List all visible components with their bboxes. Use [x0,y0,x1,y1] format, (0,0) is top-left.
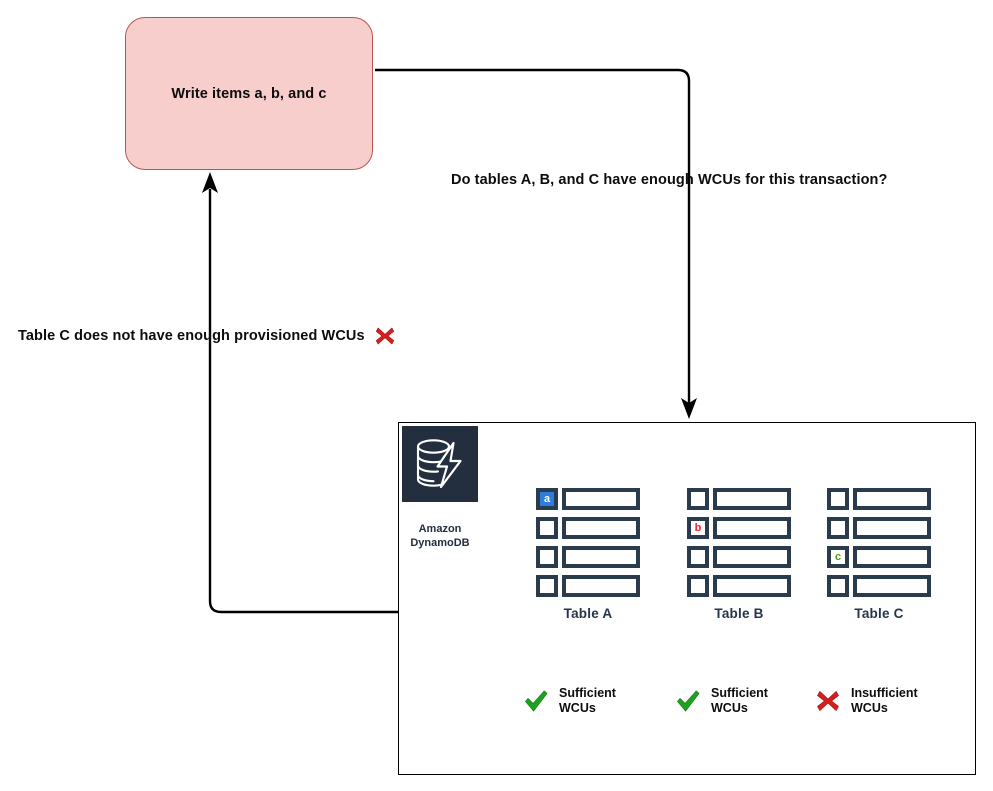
table-b-value-cell [713,575,791,597]
table-c-key-cell [827,517,849,539]
table-row [536,517,640,539]
table-a-value-cell [562,546,640,568]
table-row: b [687,517,791,539]
arrowhead-up-icon [202,172,218,193]
dynamodb-caption-line2: DynamoDB [410,536,470,549]
table-c-rows: c [827,488,931,597]
table-a-rows: a [536,488,640,597]
edge-path-check-wcus [375,68,691,404]
table-row [827,517,931,539]
status-table-c-label: Insufficient WCUs [851,686,918,715]
write-items-label: Write items a, b, and c [171,85,327,102]
table-c-value-cell [853,517,931,539]
write-items-box[interactable]: Write items a, b, and c [125,17,373,170]
edge-label-check-wcus: Do tables A, B, and C have enough WCUs f… [451,172,888,188]
table-b-rows: b [687,488,791,597]
table-a-key-cell-marked: a [536,488,558,510]
red-x-icon [375,327,394,345]
table-b-value-cell [713,488,791,510]
table-c-group[interactable]: c Table C [827,488,931,621]
status-table-b-label: Sufficient WCUs [711,686,768,715]
table-row [827,575,931,597]
table-row: a [536,488,640,510]
table-row [687,575,791,597]
table-c-key-cell-marked: c [827,546,849,568]
table-a-caption: Table A [563,606,613,621]
table-c-value-cell [853,488,931,510]
table-row [536,575,640,597]
table-b-group[interactable]: b Table B [687,488,791,621]
table-row [827,488,931,510]
table-a-value-cell [562,488,640,510]
edge-label-insufficient-result: Table C does not have enough provisioned… [18,325,396,347]
table-row: c [827,546,931,568]
status-table-c: Insufficient WCUs [815,686,918,716]
dynamodb-caption: Amazon DynamoDB [398,523,482,550]
status-table-b: Sufficient WCUs [675,686,768,716]
status-table-a: Sufficient WCUs [523,686,616,716]
table-b-key-cell [687,488,709,510]
table-b-value-cell [713,546,791,568]
table-b-key-cell [687,546,709,568]
table-c-value-cell [853,546,931,568]
table-a-key-cell [536,517,558,539]
table-a-value-cell [562,575,640,597]
dynamodb-panel [398,422,976,775]
table-a-value-cell [562,517,640,539]
table-c-caption: Table C [854,606,904,621]
table-a-key-cell [536,575,558,597]
green-check-icon [525,690,548,712]
edge-path-insufficient-result [208,189,398,614]
edge-label-insufficient-text: Table C does not have enough provisioned… [18,328,365,344]
table-b-key-cell-marked: b [687,517,709,539]
status-table-a-label: Sufficient WCUs [559,686,616,715]
table-b-key-cell [687,575,709,597]
table-b-caption: Table B [714,606,764,621]
dynamodb-glyph-icon [416,439,462,489]
table-c-value-cell [853,575,931,597]
table-a-key-cell [536,546,558,568]
table-row [687,546,791,568]
red-x-icon [817,691,839,711]
table-row [536,546,640,568]
table-c-key-cell [827,575,849,597]
table-a-group[interactable]: a Table A [536,488,640,621]
table-c-key-cell [827,488,849,510]
dynamodb-caption-line1: Amazon [418,523,462,535]
green-check-icon [677,690,700,712]
table-row [687,488,791,510]
table-b-value-cell [713,517,791,539]
arrowhead-down-icon [681,398,697,419]
amazon-dynamodb-icon [402,426,478,502]
